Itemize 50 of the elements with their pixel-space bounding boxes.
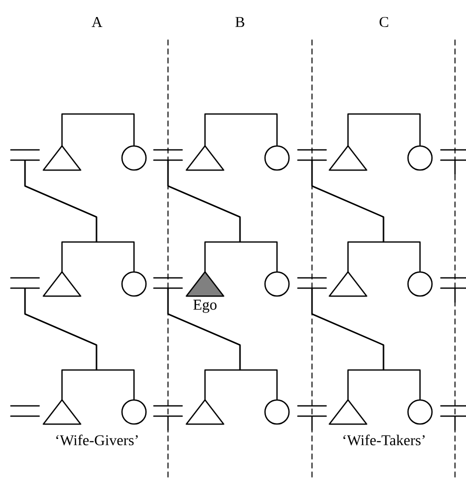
- descent-stub: [454, 416, 456, 431]
- marriage-sign: [10, 277, 40, 289]
- descent-line: [24, 288, 135, 400]
- circle-symbol: [121, 399, 147, 425]
- circle-symbol: [407, 145, 433, 171]
- triangle-symbol: [42, 145, 82, 171]
- descent-stub: [311, 416, 313, 431]
- node-caption: Ego: [193, 300, 217, 313]
- marriage-sign: [10, 149, 40, 161]
- marriage-sign: [10, 405, 40, 417]
- descent-line: [311, 288, 421, 400]
- circle-symbol: [121, 271, 147, 297]
- circle-symbol: [121, 145, 147, 171]
- descent-line: [167, 288, 278, 400]
- group-label: ‘Wife-Takers’: [343, 434, 425, 446]
- triangle-symbol: [328, 271, 368, 297]
- marriage-sign: [297, 149, 327, 161]
- descent-line: [24, 160, 135, 272]
- triangle-symbol: [328, 145, 368, 171]
- circle-symbol: [264, 145, 290, 171]
- column-label: B: [235, 17, 244, 27]
- sibling-line: [204, 113, 278, 146]
- circle-symbol: [407, 271, 433, 297]
- descent-stub: [454, 160, 456, 175]
- marriage-sign: [440, 277, 466, 289]
- sibling-line: [61, 113, 135, 146]
- triangle-symbol: [328, 399, 368, 425]
- circle-symbol: [264, 399, 290, 425]
- group-label: ‘Wife-Givers’: [56, 434, 138, 446]
- triangle-symbol: [186, 399, 224, 425]
- column-label: A: [92, 17, 102, 27]
- sibling-line: [347, 113, 421, 146]
- circle-symbol: [264, 271, 290, 297]
- marriage-sign: [440, 149, 466, 161]
- descent-stub: [454, 288, 456, 303]
- marriage-sign: [297, 277, 327, 289]
- marriage-sign: [153, 149, 183, 161]
- marriage-sign: [153, 277, 183, 289]
- circle-symbol: [407, 399, 433, 425]
- descent-line: [167, 160, 278, 272]
- descent-stub: [167, 416, 169, 431]
- marriage-sign: [153, 405, 183, 417]
- marriage-sign: [297, 405, 327, 417]
- descent-line: [311, 160, 421, 272]
- triangle-symbol: [42, 271, 82, 297]
- marriage-sign: [440, 405, 466, 417]
- triangle-symbol: [186, 271, 224, 297]
- triangle-symbol: [186, 145, 224, 171]
- triangle-symbol: [42, 399, 82, 425]
- column-label: C: [380, 16, 388, 28]
